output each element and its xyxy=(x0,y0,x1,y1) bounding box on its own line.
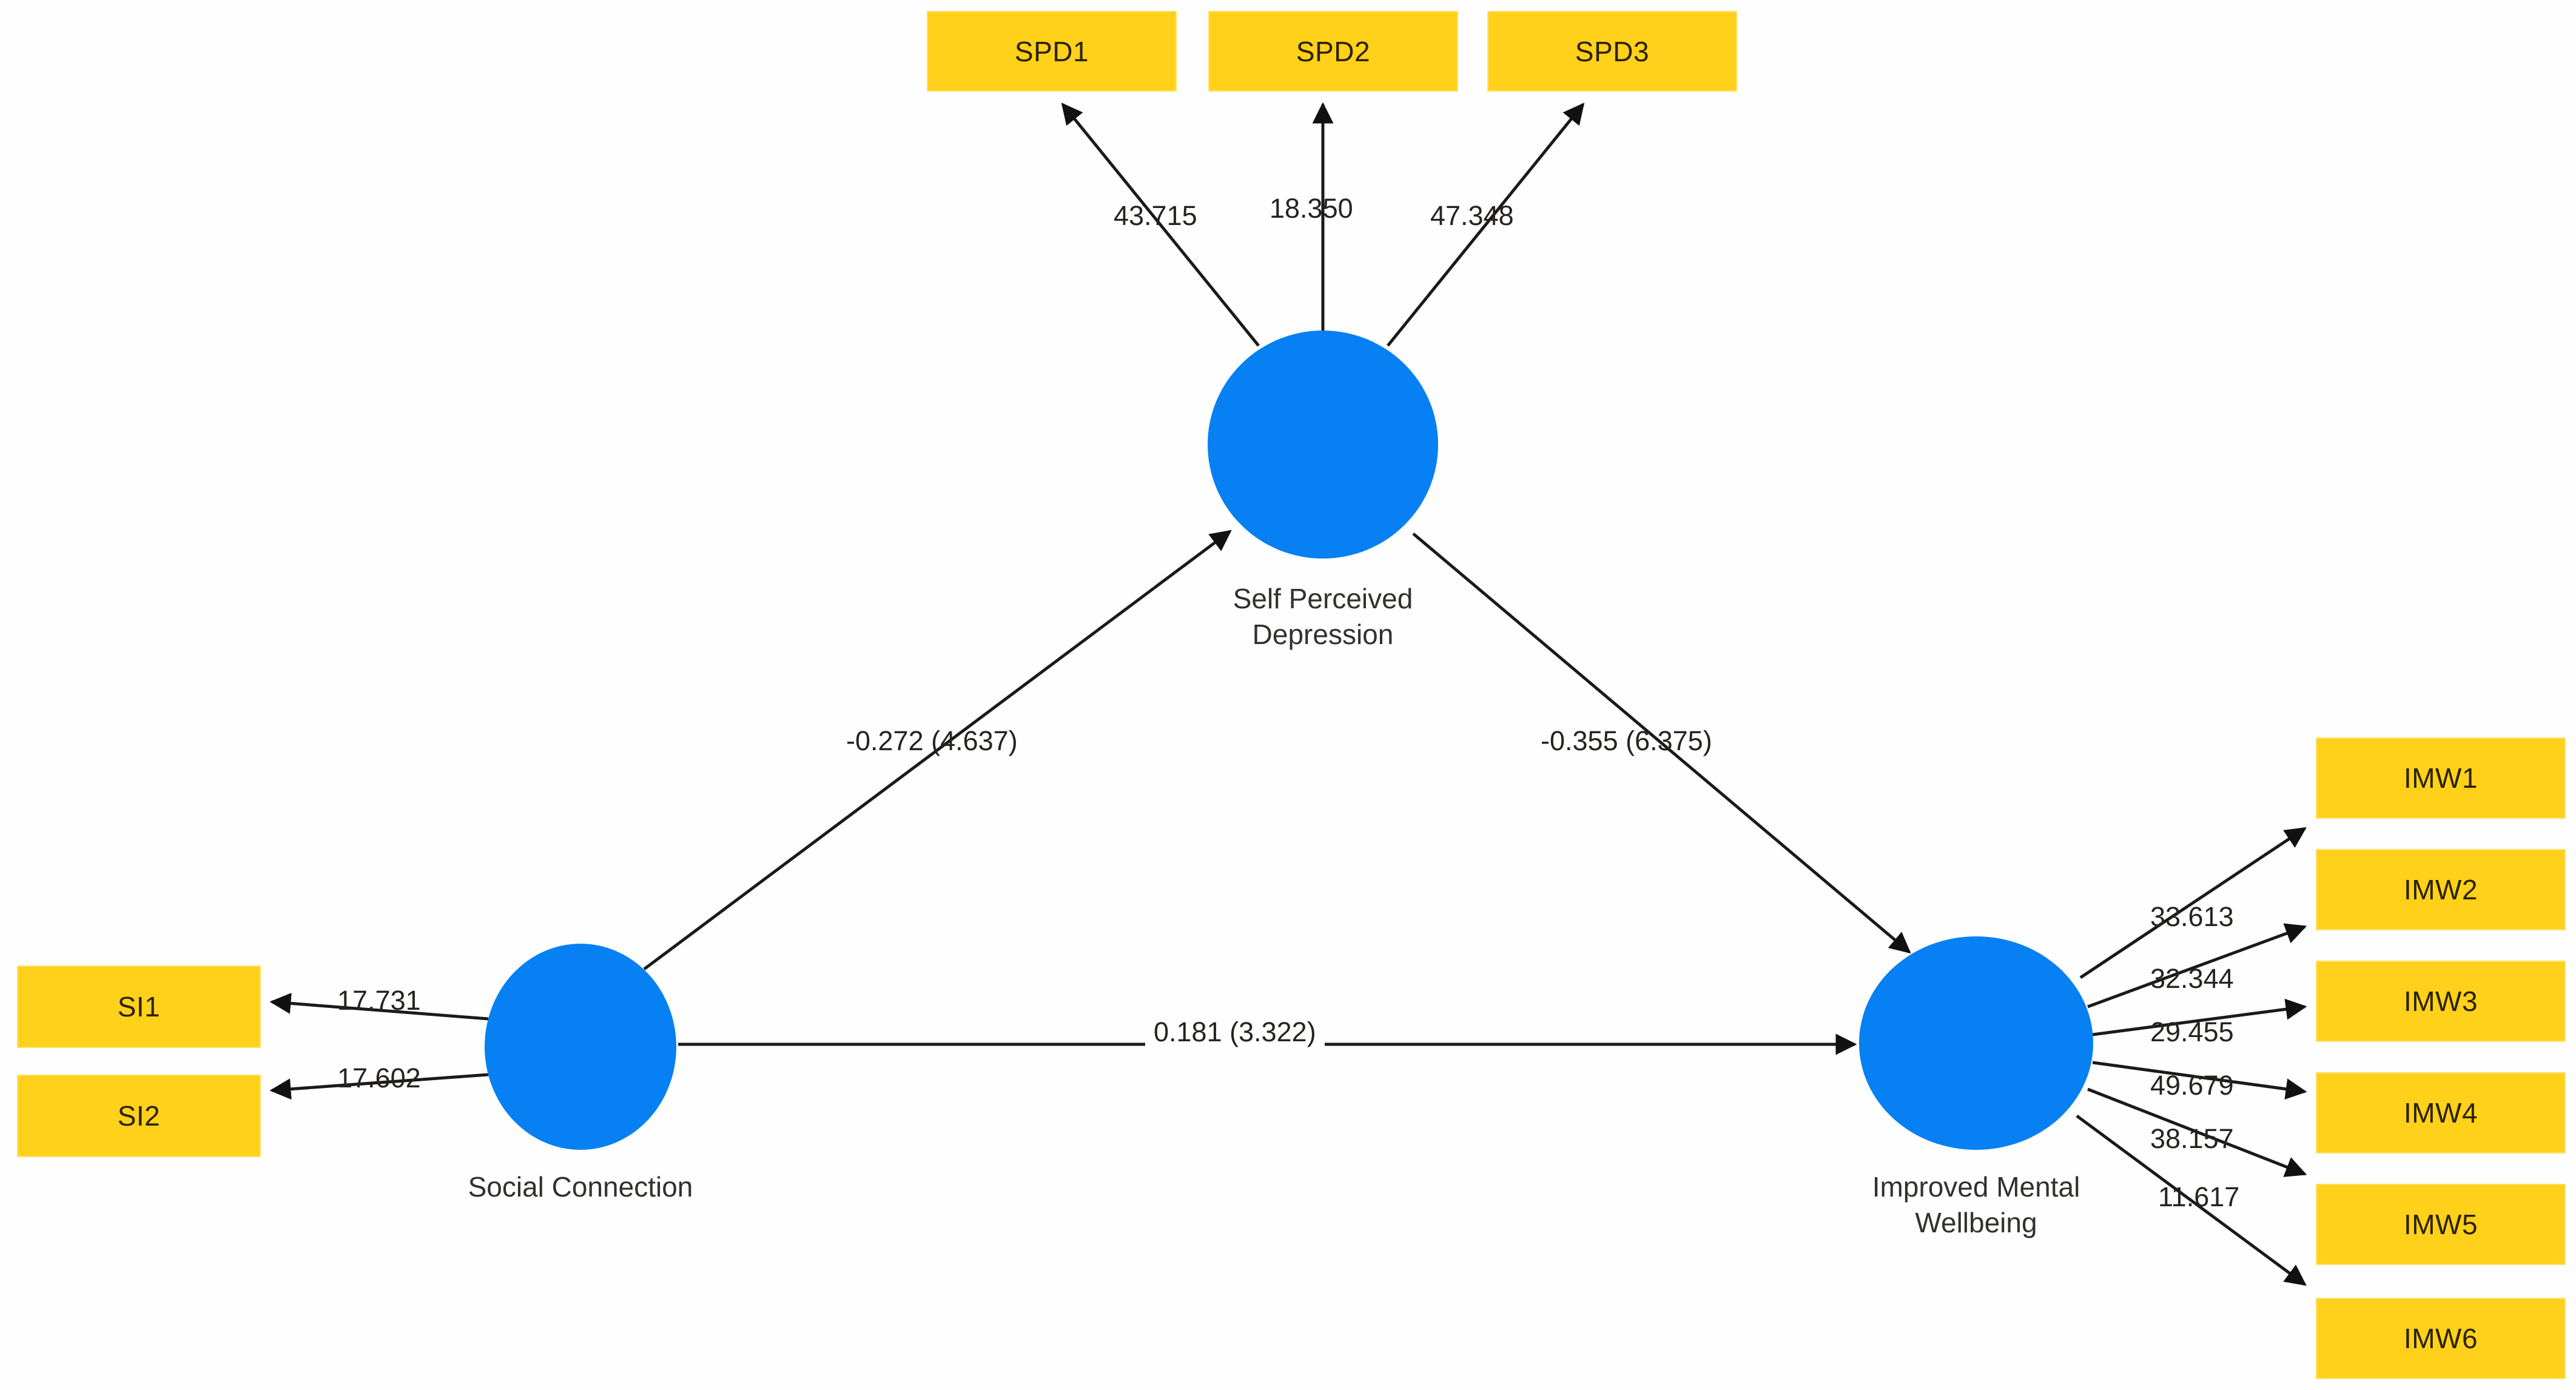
latent-node-self-perceived-depression[interactable] xyxy=(1208,331,1438,559)
loading-label-spd2: 18.350 xyxy=(1270,193,1353,224)
indicator-box-imw3[interactable]: IMW3 xyxy=(2316,961,2566,1042)
path-coefficient-label-sc-to-imw: 0.181 (3.322) xyxy=(1145,1016,1325,1048)
loading-label-imw1: 33.613 xyxy=(2150,901,2234,932)
loading-label-spd1: 43.715 xyxy=(1114,200,1197,231)
loading-label-imw6: 11.617 xyxy=(2158,1181,2240,1212)
indicator-box-spd3[interactable]: SPD3 xyxy=(1487,11,1737,92)
latent-label-social-connection: Social Connection xyxy=(468,1171,693,1203)
indicator-label: SPD1 xyxy=(1014,35,1089,67)
indicator-label: IMW2 xyxy=(2403,874,2478,905)
loading-label-spd3: 47.348 xyxy=(1430,200,1514,231)
indicator-box-spd2[interactable]: SPD2 xyxy=(1208,11,1458,92)
indicator-label: IMW3 xyxy=(2403,985,2478,1017)
indicator-box-imw5[interactable]: IMW5 xyxy=(2316,1184,2566,1265)
indicator-label: IMW6 xyxy=(2403,1323,2478,1354)
indicator-label: IMW5 xyxy=(2403,1209,2478,1240)
loading-label-imw5: 38.157 xyxy=(2150,1123,2234,1154)
latent-node-social-connection[interactable] xyxy=(485,944,676,1150)
latent-node-improved-mental-wellbeing[interactable] xyxy=(1859,936,2093,1150)
loading-label-si1: 17.731 xyxy=(337,985,421,1016)
indicator-label: IMW1 xyxy=(2403,762,2478,794)
loading-label-imw2: 32.344 xyxy=(2150,963,2234,994)
latent-label-self-perceived-depression: Self Perceived Depression xyxy=(1233,583,1413,650)
indicator-box-imw1[interactable]: IMW1 xyxy=(2316,737,2566,819)
indicator-box-si2[interactable]: SI2 xyxy=(17,1075,261,1157)
indicator-label: SPD2 xyxy=(1296,35,1371,67)
indicator-box-imw2[interactable]: IMW2 xyxy=(2316,849,2566,930)
path-coefficient-label-spd-to-imw: -0.355 (6.375) xyxy=(1541,725,1712,756)
loading-label-imw3: 29.455 xyxy=(2150,1016,2234,1047)
indicator-label: SI1 xyxy=(117,991,161,1022)
path-coefficient-label-sc-to-spd: -0.272 (4.637) xyxy=(846,725,1018,756)
indicator-box-spd1[interactable]: SPD1 xyxy=(927,11,1177,92)
indicator-box-imw4[interactable]: IMW4 xyxy=(2316,1072,2566,1153)
indicator-label: SI2 xyxy=(117,1100,161,1132)
indicator-box-si1[interactable]: SI1 xyxy=(17,965,261,1048)
indicator-label: IMW4 xyxy=(2403,1097,2478,1129)
loading-label-si2: 17.602 xyxy=(337,1063,421,1093)
latent-label-improved-mental-wellbeing: Improved Mental Wellbeing xyxy=(1872,1171,2080,1238)
loading-label-imw4: 49.679 xyxy=(2150,1070,2234,1101)
indicator-label: SPD3 xyxy=(1575,35,1650,67)
indicator-box-imw6[interactable]: IMW6 xyxy=(2316,1298,2566,1379)
